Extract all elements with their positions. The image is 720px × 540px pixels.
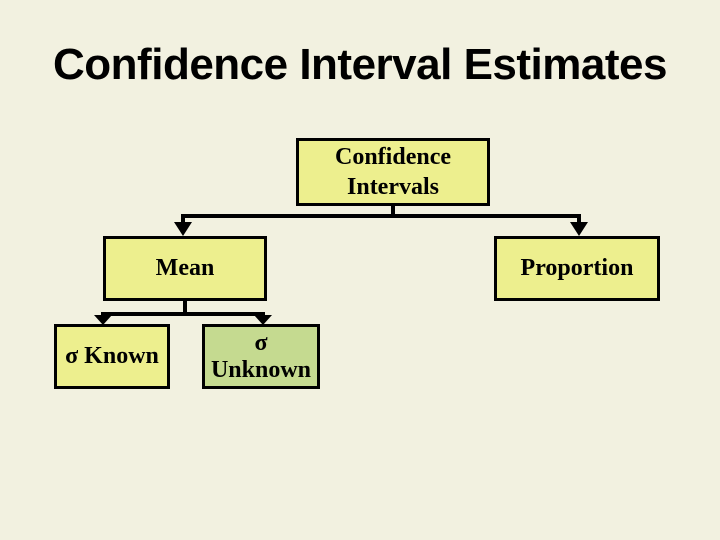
node-mean: Mean xyxy=(103,236,267,301)
node-label: σ Unknown xyxy=(211,330,311,384)
slide-title: Confidence Interval Estimates xyxy=(53,40,667,89)
arrow-down-icon xyxy=(174,222,192,236)
node-label-line1: Confidence xyxy=(335,144,451,170)
connector-root-stem xyxy=(391,206,395,218)
connector-level1-right-drop xyxy=(577,216,581,224)
node-label-line1: σ xyxy=(254,329,268,356)
arrow-down-icon xyxy=(570,222,588,236)
node-label: Confidence Intervals xyxy=(335,142,451,202)
node-label-line2: Unknown xyxy=(210,356,312,383)
connector-level1-crossbar xyxy=(181,214,581,218)
node-sigma-known: σ Known xyxy=(54,324,170,389)
node-label: σ Known xyxy=(65,343,159,369)
node-label-line2: Intervals xyxy=(347,174,439,200)
arrow-down-icon xyxy=(254,315,272,325)
node-confidence-intervals: Confidence Intervals xyxy=(296,138,490,206)
connector-level2-crossbar xyxy=(101,312,265,316)
connector-mean-stem xyxy=(183,301,187,316)
node-label: Mean xyxy=(155,255,215,281)
node-sigma-unknown: σ Unknown xyxy=(202,324,320,389)
arrow-down-icon xyxy=(94,315,112,325)
node-proportion: Proportion xyxy=(494,236,660,301)
node-label: Proportion xyxy=(520,255,634,281)
connector-level1-left-drop xyxy=(181,216,185,224)
